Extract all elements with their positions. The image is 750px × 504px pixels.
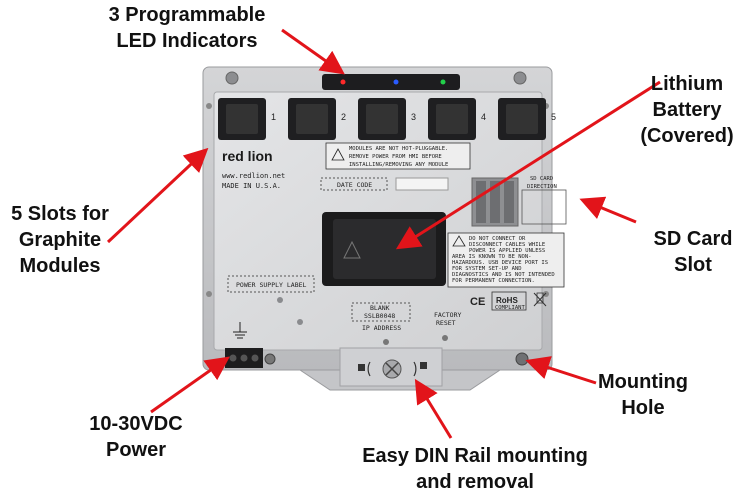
made-in-text: MADE IN U.S.A. bbox=[222, 182, 281, 190]
rohs-compliant: COMPLIANT bbox=[495, 305, 525, 311]
svg-text:DIAGNOSTICS AND IS NOT INTENDE: DIAGNOSTICS AND IS NOT INTENDED bbox=[452, 272, 555, 278]
svg-text:REMOVE POWER FROM HMI BEFORE: REMOVE POWER FROM HMI BEFORE bbox=[349, 154, 442, 160]
callout-power: 10-30VDC Power bbox=[66, 411, 206, 463]
arrow-din bbox=[414, 378, 453, 439]
svg-text:MODULES ARE NOT HOT-PLUGGABLE.: MODULES ARE NOT HOT-PLUGGABLE. bbox=[349, 146, 448, 152]
led-blue bbox=[393, 79, 399, 85]
callout-led-line-2: LED Indicators bbox=[116, 30, 258, 52]
ce-mark: CE bbox=[470, 296, 485, 308]
date-code-label: DATE CODE bbox=[337, 181, 372, 189]
arrow-power bbox=[150, 356, 230, 414]
callout-sd-line-1: SD Card bbox=[653, 228, 733, 250]
power-terminal bbox=[225, 348, 276, 368]
callout-battery-line-3: (Covered) bbox=[640, 125, 734, 147]
ip-address-label: IP ADDRESS bbox=[362, 324, 401, 332]
factory-reset-label-1: FACTORY bbox=[434, 311, 461, 319]
callout-battery-line-2: Battery bbox=[652, 99, 722, 121]
callout-mounting-line-1: Mounting bbox=[598, 371, 688, 393]
slot-number-5: 5 bbox=[551, 112, 556, 122]
factory-reset-label-2: RESET bbox=[436, 319, 456, 327]
svg-text:HAZARDOUS. USB DEVICE PORT IS: HAZARDOUS. USB DEVICE PORT IS bbox=[452, 260, 548, 266]
power-supply-label: POWER SUPPLY LABEL bbox=[236, 281, 307, 289]
arrow-battery bbox=[395, 80, 661, 250]
callout-din: Easy DIN Rail mounting and removal bbox=[340, 443, 610, 495]
mounting-hole-top-left bbox=[225, 71, 239, 85]
callout-led-line-1: 3 Programmable bbox=[108, 4, 266, 26]
mounting-hole-bottom-right bbox=[515, 352, 529, 366]
callout-power-line-1: 10-30VDC bbox=[89, 413, 183, 435]
callout-din-line-2: and removal bbox=[416, 471, 534, 493]
arrow-slots bbox=[106, 147, 209, 244]
svg-text:SD CARD: SD CARD bbox=[530, 176, 553, 182]
ground-icon bbox=[233, 322, 247, 339]
led-indicator-bar bbox=[322, 74, 460, 90]
mounting-hole-top-right bbox=[513, 71, 527, 85]
din-rail-latch bbox=[358, 359, 427, 379]
module-slots: 1 2 3 4 5 bbox=[218, 98, 556, 140]
svg-text:DISCONNECT CABLES WHILE: DISCONNECT CABLES WHILE bbox=[469, 242, 545, 248]
slot-number-4: 4 bbox=[481, 112, 486, 122]
arrow-led bbox=[281, 28, 345, 75]
led-red bbox=[340, 79, 346, 85]
website-text: www.redlion.net bbox=[222, 172, 285, 180]
rohs-mark: RoHS bbox=[496, 296, 518, 305]
callout-mounting-line-2: Hole bbox=[621, 397, 665, 419]
blank-label: BLANK bbox=[370, 304, 390, 312]
svg-text:AREA IS KNOWN TO BE NON-: AREA IS KNOWN TO BE NON- bbox=[452, 254, 531, 260]
callout-slots-line-3: Modules bbox=[19, 255, 101, 277]
callout-arrows bbox=[106, 28, 661, 439]
callout-slots-line-2: Graphite bbox=[18, 229, 102, 251]
slot-number-2: 2 bbox=[341, 112, 346, 122]
led-green bbox=[440, 79, 446, 85]
callout-din-line-1: Easy DIN Rail mounting bbox=[362, 445, 588, 467]
svg-text:DO NOT CONNECT OR: DO NOT CONNECT OR bbox=[469, 236, 526, 242]
hazard-warning-label: DO NOT CONNECT OR DISCONNECT CABLES WHIL… bbox=[447, 232, 565, 288]
svg-text:FOR SYSTEM SET-UP AND: FOR SYSTEM SET-UP AND bbox=[452, 266, 522, 272]
callout-sd-line-2: Slot bbox=[674, 254, 712, 276]
callout-slots-line-1: 5 Slots for bbox=[11, 203, 109, 225]
callout-battery-line-1: Lithium bbox=[650, 73, 724, 95]
callout-power-line-2: Power bbox=[105, 439, 167, 461]
svg-text:POWER IS APPLIED UNLESS: POWER IS APPLIED UNLESS bbox=[469, 248, 545, 254]
brand-logo: red lion bbox=[222, 148, 273, 164]
svg-text:INSTALLING/REMOVING ANY MODULE: INSTALLING/REMOVING ANY MODULE bbox=[349, 162, 448, 168]
battery-cover bbox=[322, 212, 446, 286]
svg-text:DIRECTION: DIRECTION bbox=[527, 184, 557, 190]
svg-text:FOR PERMANENT CONNECTION.: FOR PERMANENT CONNECTION. bbox=[452, 278, 535, 284]
arrow-mounting bbox=[525, 356, 597, 385]
modules-warning-label: MODULES ARE NOT HOT-PLUGGABLE. REMOVE PO… bbox=[325, 142, 471, 170]
arrow-sd bbox=[579, 196, 637, 224]
part-number: SSLB0048 bbox=[364, 312, 395, 320]
slot-number-3: 3 bbox=[411, 112, 416, 122]
slot-number-1: 1 bbox=[271, 112, 276, 122]
